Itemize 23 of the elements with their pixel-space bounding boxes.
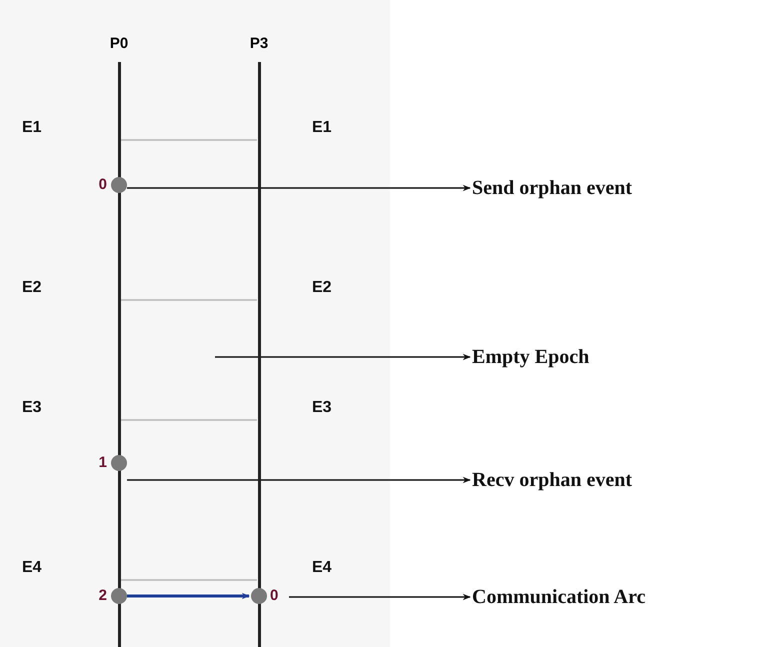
leader-arrow <box>215 354 471 360</box>
leader-arrow <box>127 476 471 484</box>
leader-arrow <box>289 594 471 600</box>
epoch-label: E4 <box>22 558 42 578</box>
epoch-label: E3 <box>22 398 42 418</box>
epoch-label: E2 <box>312 278 332 298</box>
event-number: 1 <box>98 454 107 472</box>
epoch-label: E4 <box>312 558 332 578</box>
event-number: 0 <box>270 587 280 605</box>
process-label: P0 <box>108 35 130 53</box>
process-label: P3 <box>248 35 270 53</box>
annotation-text: Send orphan event <box>472 176 632 200</box>
epoch-label: E1 <box>312 118 332 138</box>
leader-arrow <box>127 184 471 192</box>
annotation-text: Recv orphan event <box>472 468 632 492</box>
message-arrow <box>127 592 250 600</box>
event-number: 2 <box>98 587 107 605</box>
epoch-label: E3 <box>312 398 332 418</box>
annotation-text: Communication Arc <box>472 585 646 609</box>
annotation-text: Empty Epoch <box>472 345 590 369</box>
epoch-label: E1 <box>22 118 42 138</box>
event-number: 0 <box>98 176 107 194</box>
epoch-label: E2 <box>22 278 42 298</box>
